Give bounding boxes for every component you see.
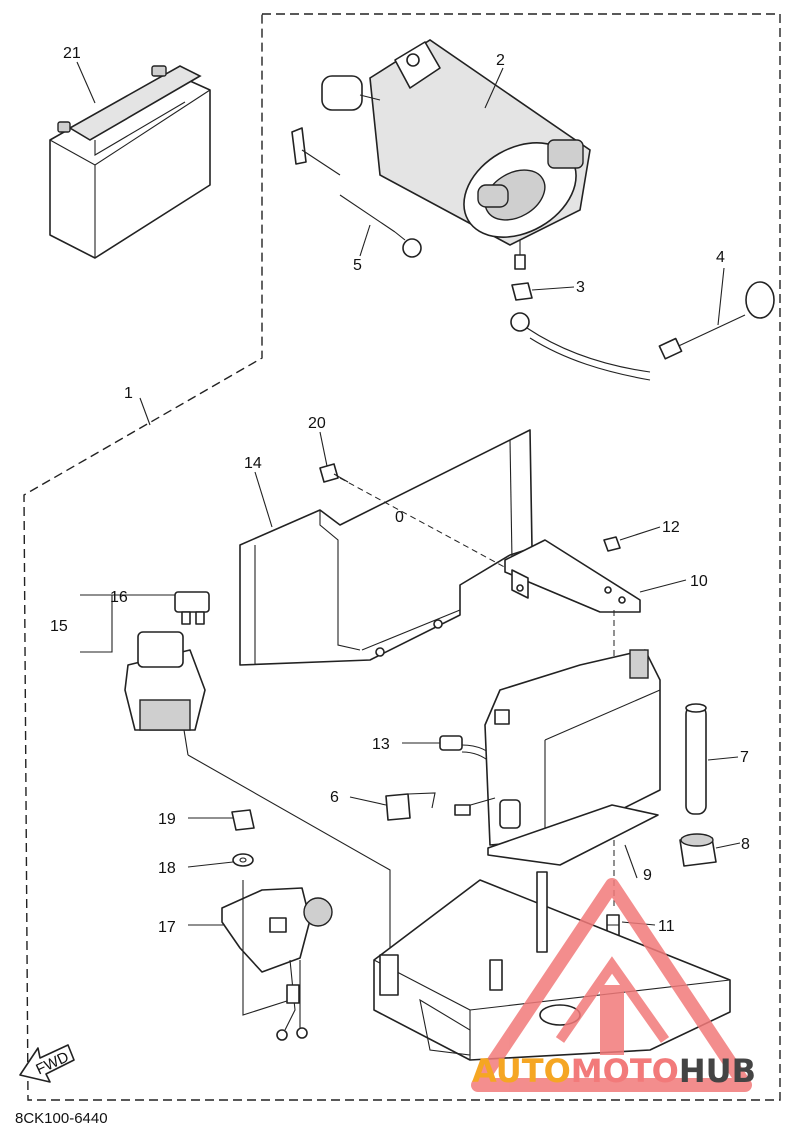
nut-part-3 xyxy=(511,282,533,301)
callout-6: 6 xyxy=(330,789,339,806)
plate-part-9 xyxy=(487,804,659,866)
mounting-line-14 xyxy=(339,477,511,571)
fwd-arrow: FWD xyxy=(19,1044,75,1083)
callout-10: 10 xyxy=(690,573,708,590)
callout-2: 2 xyxy=(496,52,505,69)
washer-part-18 xyxy=(232,853,254,867)
callout-12: 12 xyxy=(662,519,680,536)
callout-19: 19 xyxy=(158,811,176,828)
starter-relay-part-15 xyxy=(124,631,206,756)
grommet-part-8 xyxy=(679,833,717,867)
callout-20: 20 xyxy=(308,415,326,432)
callout-7: 7 xyxy=(740,749,749,766)
switch-part-17 xyxy=(221,880,333,1041)
assembly-boundary xyxy=(23,13,781,1101)
callout-13: 13 xyxy=(372,736,390,753)
watermark-logo xyxy=(471,878,752,1092)
watermark-auto: AUTO xyxy=(472,1052,571,1090)
drawing-code: 8CK100-6440 xyxy=(15,1110,108,1127)
watermark-moto: MOTO xyxy=(571,1052,679,1090)
watermark-hub: HUB xyxy=(679,1052,756,1090)
starter-motor-part-2 xyxy=(321,39,591,270)
callout-labels: 1 2 3 4 5 6 7 8 9 10 11 12 13 14 15 16 1… xyxy=(50,45,750,936)
callout-5: 5 xyxy=(353,257,362,274)
nut-part-19 xyxy=(231,809,255,831)
bracket-part-10 xyxy=(504,539,641,613)
callout-14: 14 xyxy=(244,455,262,472)
relay-wire-15 xyxy=(187,754,391,960)
control-unit xyxy=(454,649,661,846)
callout-18: 18 xyxy=(158,860,176,877)
callout-9: 9 xyxy=(643,867,652,884)
watermark-text: AUTOMOTOHUB xyxy=(472,1052,756,1090)
cable-part-4 xyxy=(510,281,775,381)
rod-part-7 xyxy=(685,703,707,815)
pad-part-6 xyxy=(385,792,436,821)
callout-8: 8 xyxy=(741,836,750,853)
leader-lines xyxy=(76,61,741,926)
fuse-part-16 xyxy=(174,591,210,625)
callout-21: 21 xyxy=(63,45,81,62)
mounting-hole-marker: 0 xyxy=(395,509,404,526)
callout-4: 4 xyxy=(716,249,725,266)
callout-16: 16 xyxy=(110,589,128,606)
watermark-triangle xyxy=(471,878,752,1092)
battery-part-21 xyxy=(49,65,211,259)
callout-1: 1 xyxy=(124,385,133,402)
bracket-plate-part-14 xyxy=(239,429,533,666)
callout-3: 3 xyxy=(576,279,585,296)
bolt-part-20 xyxy=(319,463,349,483)
callout-15: 15 xyxy=(50,618,68,635)
callout-17: 17 xyxy=(158,919,176,936)
callout-11: 11 xyxy=(658,918,675,935)
nut-part-12 xyxy=(603,536,621,552)
starter-cable-part-5 xyxy=(291,127,422,258)
